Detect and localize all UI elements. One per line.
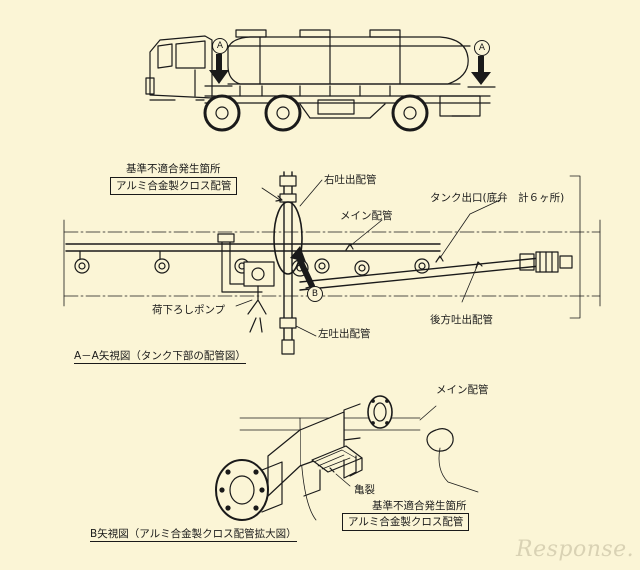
section-marker-a-left: A (212, 38, 228, 54)
label-unload-pump: 荷下ろしポンプ (152, 304, 226, 316)
label-main-pipe-1: メイン配管 (340, 210, 393, 222)
label-left-discharge: 左吐出配管 (318, 328, 371, 340)
label-crack: 亀裂 (354, 484, 375, 496)
label-cross-pipe-box-2: アルミ合金製クロス配管 (342, 513, 470, 531)
label-defect-location-2: 基準不適合発生箇所 (372, 500, 467, 512)
label-rear-discharge: 後方吐出配管 (430, 314, 493, 326)
label-cross-pipe-box-1: アルミ合金製クロス配管 (110, 177, 238, 195)
detail-view-cross-pipe (215, 395, 479, 521)
label-main-pipe-2: メイン配管 (436, 384, 489, 396)
caption-view-b: B矢視図（アルミ合金製クロス配管拡大図） (90, 528, 297, 542)
watermark-logo: Response. (516, 537, 635, 562)
section-marker-b: B (307, 286, 323, 302)
section-arrow-a-left (209, 54, 229, 84)
tanker-truck-drawing (145, 29, 491, 132)
label-right-discharge: 右吐出配管 (324, 174, 377, 186)
caption-view-aa: A－A矢視図（タンク下部の配管図） (74, 350, 246, 364)
label-defect-location-1: 基準不適合発生箇所 (126, 163, 221, 175)
plan-view-piping (63, 171, 601, 355)
section-marker-a-right: A (474, 40, 490, 56)
label-tank-outlet: タンク出口(底弁 計６ヶ所) (430, 192, 565, 204)
section-arrow-a-right (471, 56, 491, 85)
